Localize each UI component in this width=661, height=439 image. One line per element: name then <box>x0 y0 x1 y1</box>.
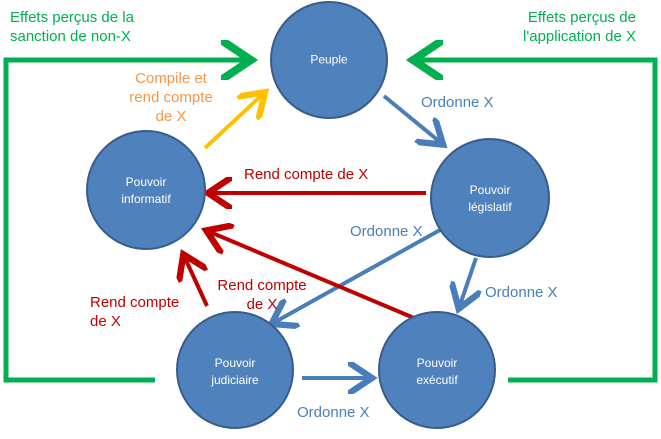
label-ordonne-legislatif-judiciaire: Ordonne X <box>350 223 423 240</box>
node-peuple-label: Peuple <box>310 52 347 69</box>
node-legislatif-text-2: législatif <box>468 200 512 214</box>
label-effets-sanction: Effets perçus de la sanction de non-X <box>10 8 134 46</box>
label-compile-line-1: Compile et <box>135 70 207 87</box>
node-informatif-label: Pouvoir informatif <box>121 174 170 208</box>
label-rend-compte-left-line-1: Rend compte <box>90 294 180 311</box>
arrow-legislatif-to-judiciaire <box>275 228 441 322</box>
node-informatif-text-2: informatif <box>121 192 171 206</box>
label-effets-application-line-1: Effets perçus de <box>527 9 636 26</box>
node-legislatif-label: Pouvoir législatif <box>468 182 511 216</box>
arrow-executif-to-informatif <box>210 232 415 320</box>
feedback-arrow-sanction <box>3 60 246 383</box>
feedback-arrow-application <box>418 60 658 383</box>
label-compile-line-2: rend compte <box>129 89 213 106</box>
node-executif-text-1: Pouvoir <box>416 356 458 370</box>
node-judiciaire <box>176 311 294 429</box>
node-peuple-text: Peuple <box>310 52 348 67</box>
node-informatif <box>86 130 206 250</box>
label-ordonne-judiciaire-executif: Ordonne X <box>297 404 370 421</box>
node-legislatif-text-1: Pouvoir <box>469 183 511 197</box>
label-ordonne-peuple-legislatif: Ordonne X <box>421 94 494 111</box>
label-rend-compte-left-line-2: de X <box>90 313 121 330</box>
node-executif-label: Pouvoir exécutif <box>416 355 457 389</box>
node-peuple <box>270 1 388 119</box>
node-legislatif <box>430 138 550 258</box>
node-executif-text-2: exécutif <box>416 373 458 387</box>
label-effets-application-line-2: l'application de X <box>523 28 636 45</box>
arrow-judiciaire-to-informatif <box>185 258 209 307</box>
label-rend-compte-legislatif-informatif: Rend compte de X <box>244 166 369 183</box>
arrow-informatif-to-peuple <box>203 95 262 150</box>
arrow-peuple-to-legislatif <box>382 94 440 142</box>
label-effets-application: Effets perçus de l'application de X <box>508 8 636 46</box>
node-judiciaire-text-1: Pouvoir <box>214 356 256 370</box>
label-compile: Compile et rend compte de X <box>124 69 218 126</box>
node-judiciaire-text-2: judiciaire <box>211 373 259 387</box>
label-effets-sanction-line-2: sanction de non-X <box>10 28 131 45</box>
label-compile-line-3: de X <box>155 108 187 125</box>
label-rend-compte-left: Rend compte de X <box>90 293 179 331</box>
arrow-legislatif-to-executif <box>460 257 476 305</box>
node-judiciaire-label: Pouvoir judiciaire <box>211 355 258 389</box>
label-rend-compte-judiciaire-line-2: de X <box>246 296 278 313</box>
label-rend-compte-judiciaire-informatif: Rend compte de X <box>210 276 314 314</box>
label-rend-compte-judiciaire-line-1: Rend compte <box>217 277 307 294</box>
node-informatif-text-1: Pouvoir <box>125 175 167 189</box>
label-ordonne-legislatif-executif: Ordonne X <box>485 284 558 301</box>
node-executif <box>378 311 496 429</box>
label-effets-sanction-line-1: Effets perçus de la <box>10 9 134 26</box>
